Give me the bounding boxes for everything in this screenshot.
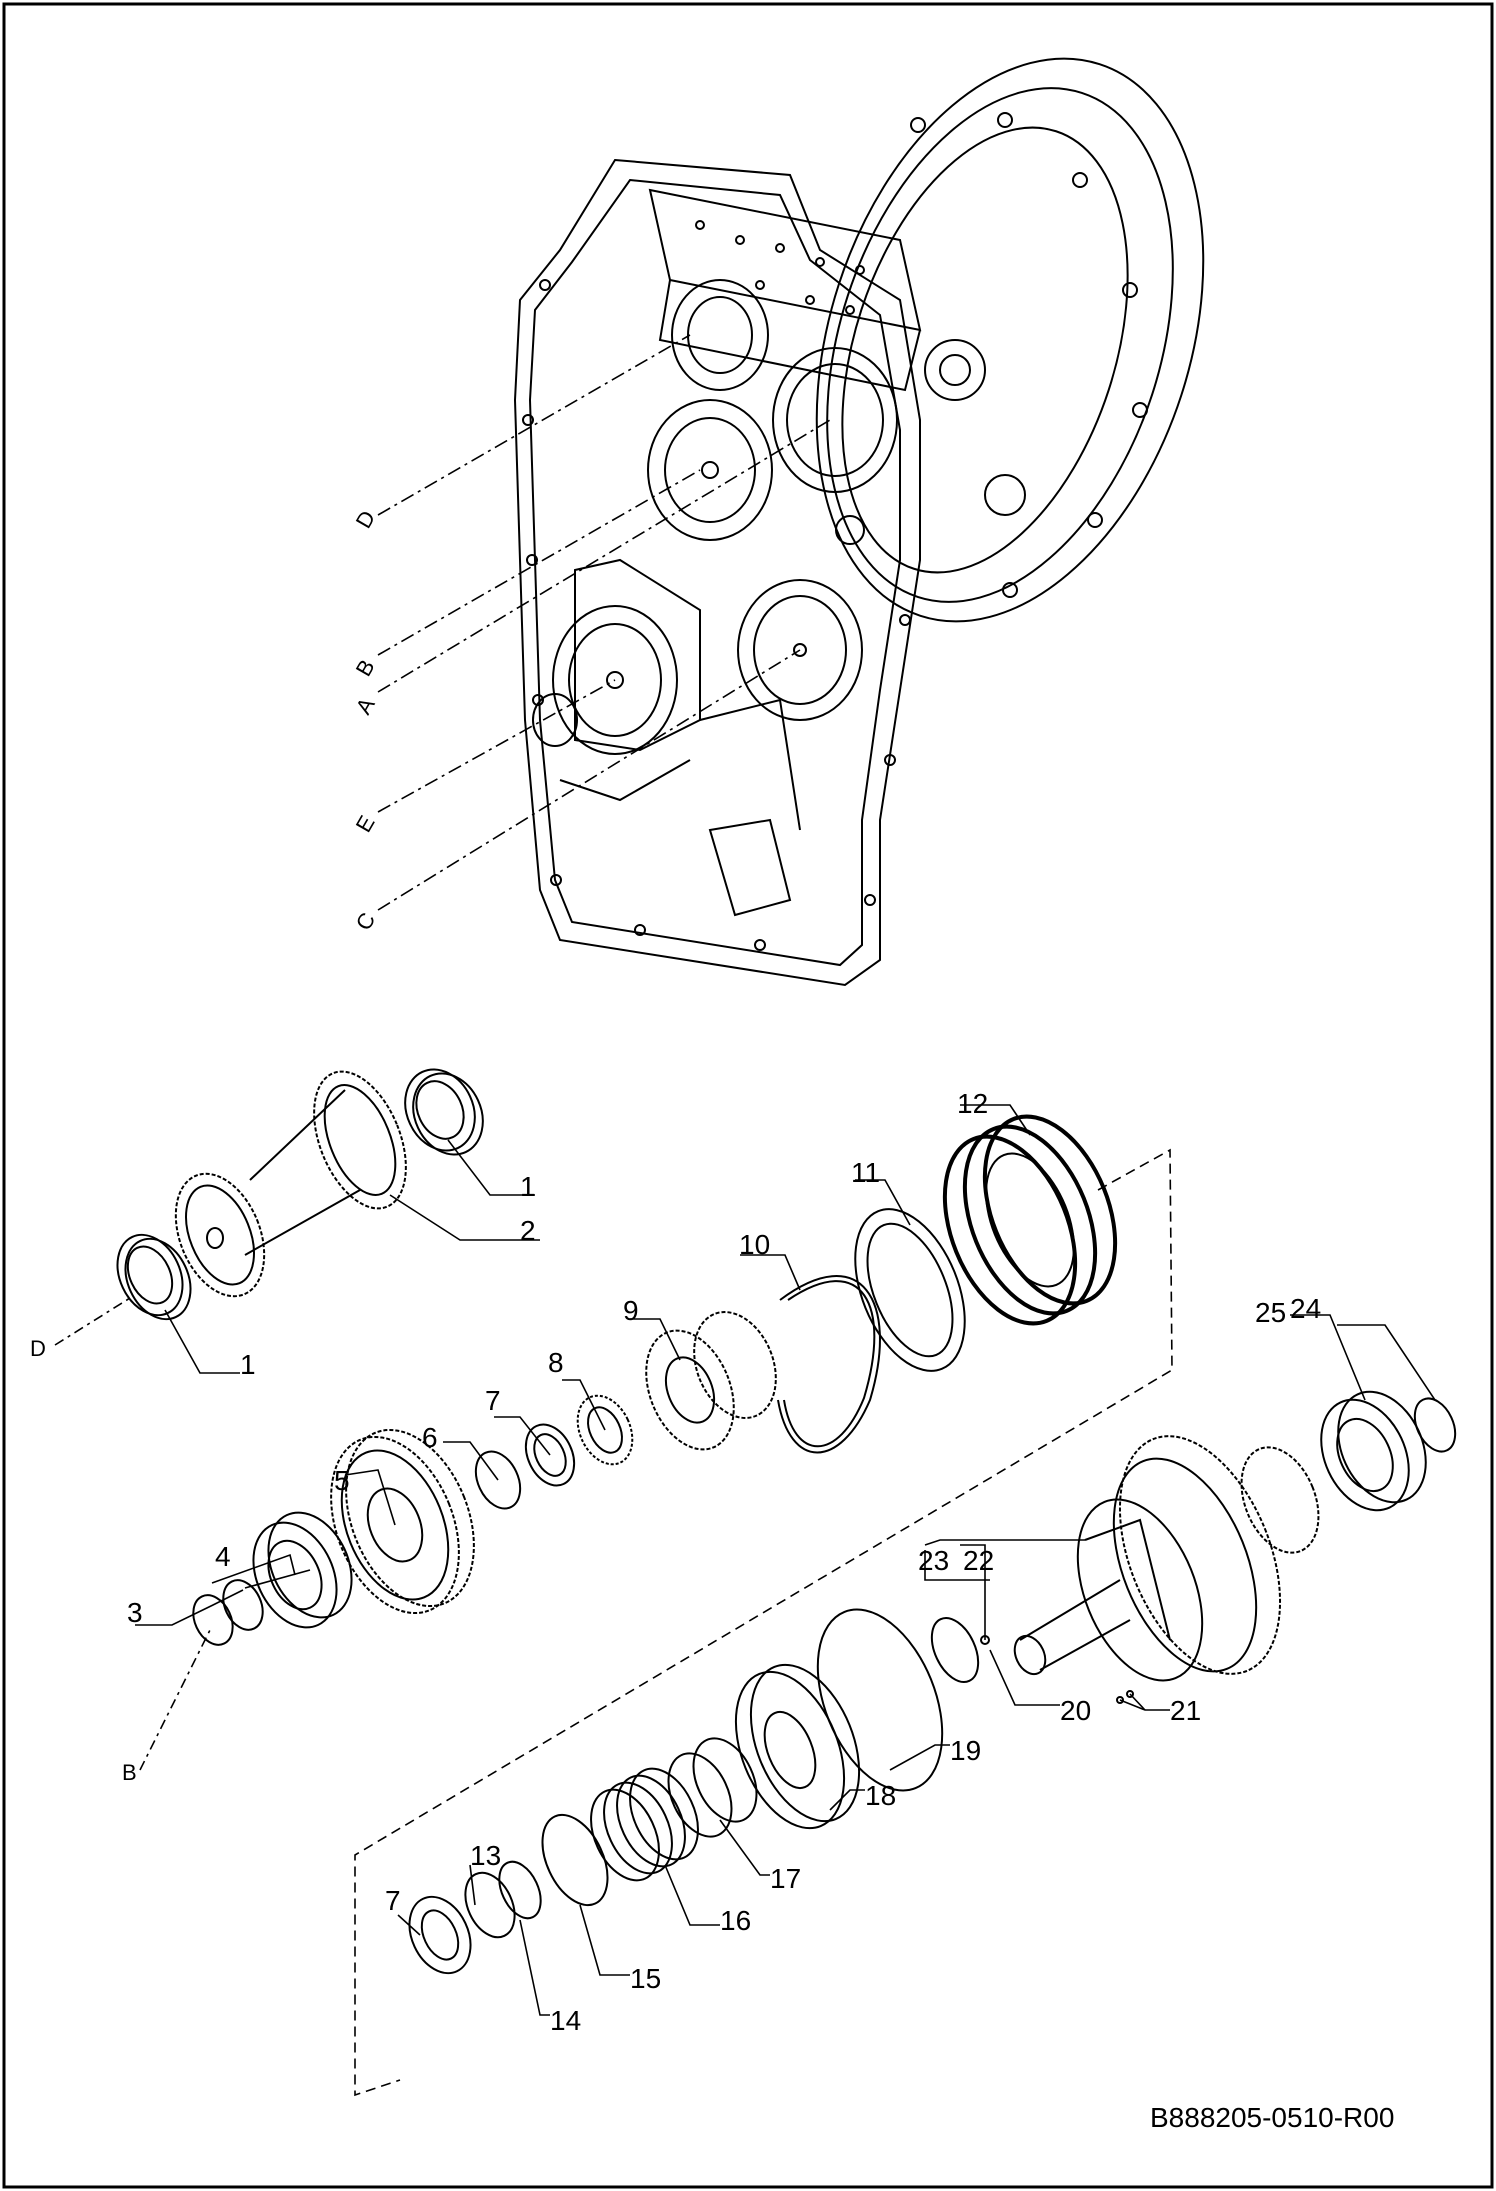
bearing-part-1b xyxy=(116,1233,192,1321)
callout-21: 21 xyxy=(1170,1695,1201,1726)
bore-letter-d: D xyxy=(351,506,381,532)
callout-1a: 1 xyxy=(520,1171,536,1202)
callout-9: 9 xyxy=(623,1295,639,1326)
bore-letter-b: B xyxy=(351,655,380,680)
callout-20: 20 xyxy=(1060,1695,1091,1726)
clutch-drum-shaft-part-23 xyxy=(1013,1435,1320,1682)
ring-part-13 xyxy=(464,1871,516,1939)
callout-8: 8 xyxy=(548,1347,564,1378)
sleeve-part-17 xyxy=(667,1737,758,1838)
snap-ring-part-3 xyxy=(192,1579,264,1646)
callout-13: 13 xyxy=(470,1840,501,1871)
washer-part-15 xyxy=(541,1813,609,1907)
housing-leaders xyxy=(377,334,831,911)
callout-16: 16 xyxy=(720,1905,751,1936)
plate-part-11 xyxy=(854,1208,966,1372)
callout-5: 5 xyxy=(334,1465,350,1496)
piston-part-18 xyxy=(734,1663,861,1830)
assembly-bracket xyxy=(354,1148,1173,2097)
callout-25: 25 xyxy=(1255,1297,1286,1328)
callout-3: 3 xyxy=(127,1597,143,1628)
ring-part-14 xyxy=(498,1860,542,1920)
callout-7b: 7 xyxy=(385,1885,401,1916)
document-code: B888205-0510-R00 xyxy=(1150,2102,1394,2133)
callout-11: 11 xyxy=(851,1157,880,1188)
snap-ring-part-25 xyxy=(1413,1397,1457,1453)
bearing-part-1a xyxy=(404,1068,484,1156)
callout-17: 17 xyxy=(770,1863,801,1894)
callout-1b: 1 xyxy=(240,1349,256,1380)
ring-part-20 xyxy=(930,1617,980,1683)
bore-letter-e: E xyxy=(351,811,380,836)
callout-6: 6 xyxy=(422,1422,438,1453)
callout-22: 22 xyxy=(963,1545,994,1576)
gear-part-5 xyxy=(330,1428,475,1615)
callout-24: 24 xyxy=(1290,1293,1321,1324)
callout-4: 4 xyxy=(215,1541,231,1572)
callout-10: 10 xyxy=(739,1229,770,1260)
callout-labels: 1 1 2 3 4 5 6 7 7 8 9 10 11 12 13 14 15 … xyxy=(30,1088,1321,2036)
callout-19: 19 xyxy=(950,1735,981,1766)
plug-part-21a xyxy=(1116,1696,1124,1704)
washer-part-7a xyxy=(524,1423,576,1487)
ring-part-6 xyxy=(474,1450,522,1510)
spring-part-16 xyxy=(590,1767,699,1882)
gear-part-9 xyxy=(645,1311,777,1451)
clutch-pack-part-12 xyxy=(942,1114,1118,1326)
plug-part-21b xyxy=(1126,1690,1134,1698)
bearing-part-4 xyxy=(252,1511,353,1629)
callout-23: 23 xyxy=(918,1545,949,1576)
leader-letter-d: D xyxy=(30,1336,46,1361)
callout-2: 2 xyxy=(520,1215,536,1246)
bore-letter-c: C xyxy=(351,908,381,934)
callout-dashleaders xyxy=(54,1297,211,1771)
shaft-gear-part-2 xyxy=(174,1070,407,1298)
bore-letter-a: A xyxy=(351,693,380,718)
callout-14: 14 xyxy=(550,2005,581,2036)
circlip-part-10 xyxy=(777,1275,881,1454)
callout-leaders xyxy=(135,1104,1436,2016)
callout-15: 15 xyxy=(630,1963,661,1994)
leader-letter-b: B xyxy=(122,1760,137,1785)
callout-7a: 7 xyxy=(485,1385,501,1416)
o-ring-part-19 xyxy=(816,1608,944,1792)
callout-18: 18 xyxy=(865,1780,896,1811)
housing-letters: D B A E C xyxy=(351,506,381,934)
transmission-housing xyxy=(513,57,1205,987)
parts xyxy=(116,1068,1457,1975)
callout-12: 12 xyxy=(957,1088,988,1119)
washer-part-7b xyxy=(408,1895,472,1975)
